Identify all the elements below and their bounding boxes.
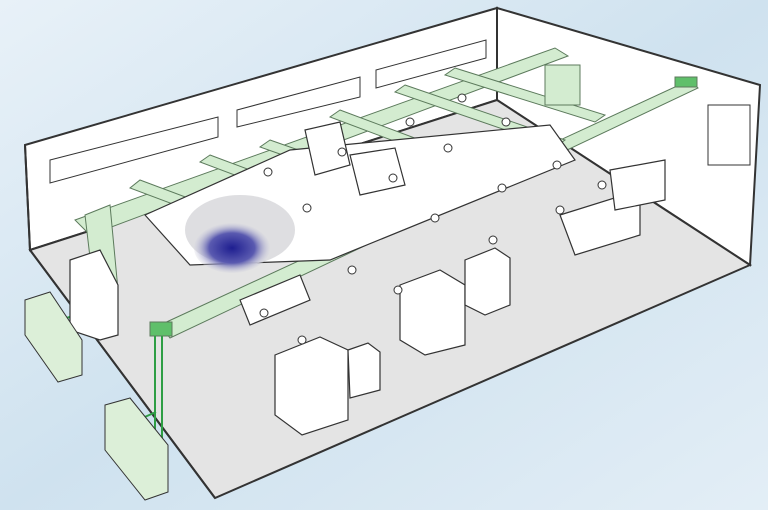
shelving-unit (707, 104, 751, 166)
duct-riser-front (149, 321, 173, 337)
outdoor-unit-2 (104, 397, 169, 501)
ahu-unit (544, 64, 581, 106)
cabinet-1 (399, 269, 466, 356)
cabinet-3 (274, 336, 349, 436)
smoke-cloud (185, 195, 295, 273)
cabinet-2 (464, 247, 511, 316)
workers (259, 93, 607, 345)
windows (49, 39, 487, 184)
outdoor-unit-1 (24, 291, 83, 383)
outdoor-units (24, 291, 169, 501)
